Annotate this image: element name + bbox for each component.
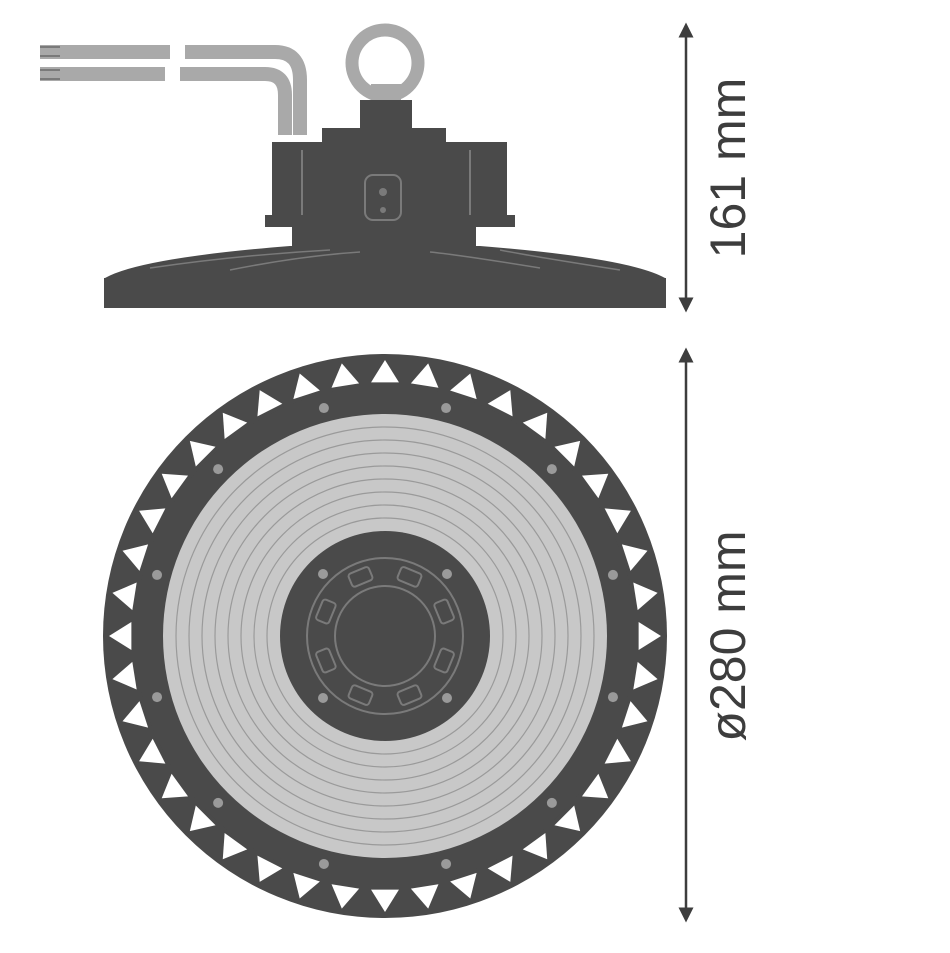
fin-gap — [487, 855, 513, 882]
fin-gap — [122, 701, 149, 728]
lens-rings — [175, 426, 595, 846]
fin-gap — [222, 412, 248, 440]
fin-gap — [522, 412, 548, 440]
heat-sink — [104, 246, 666, 308]
fin-gap — [331, 363, 360, 388]
diameter-dimension-label: ø280 mm — [700, 530, 756, 741]
hub-ring-inner — [334, 585, 436, 687]
fin-gap — [581, 773, 609, 799]
top-view: ø280 mm — [103, 347, 756, 923]
screw — [318, 403, 329, 414]
side-view: 161 mm — [40, 22, 756, 313]
lens-ring — [253, 504, 517, 768]
driver-housing — [265, 128, 515, 256]
power-cables — [40, 45, 307, 135]
screw — [442, 569, 452, 579]
hub-slot — [396, 684, 423, 706]
fin-gap — [621, 701, 648, 728]
fin-gap — [621, 544, 648, 571]
lens-ring — [214, 465, 556, 807]
screw — [442, 693, 452, 703]
fin-gap — [112, 582, 137, 611]
hub-slot — [433, 598, 455, 625]
hub-slot — [347, 566, 374, 588]
fin-gap — [257, 390, 283, 417]
fin-gap — [522, 832, 548, 860]
fin-gap — [450, 872, 477, 899]
screw — [607, 569, 618, 580]
lens-ring — [188, 439, 582, 833]
fin-gap — [293, 373, 320, 400]
hub-slots — [315, 566, 455, 706]
screw — [546, 797, 557, 808]
fin-gap — [189, 440, 216, 467]
eye-bolt — [345, 23, 425, 132]
lens-ring — [240, 491, 530, 781]
fin-gap — [109, 622, 132, 650]
fin-gap — [112, 661, 137, 690]
screw — [318, 569, 328, 579]
fin-gap — [139, 738, 166, 764]
hub-slot — [433, 647, 455, 674]
fin-gap — [633, 661, 658, 690]
fin-gap — [222, 832, 248, 860]
lens-ring — [266, 517, 504, 755]
screw — [441, 858, 452, 869]
screw — [213, 464, 224, 475]
fin-gap — [139, 508, 166, 534]
fin-gap — [293, 872, 320, 899]
height-dimension-label: 161 mm — [700, 78, 756, 259]
hub-slot — [347, 684, 374, 706]
hub-slot — [315, 598, 337, 625]
fin-gap — [161, 773, 189, 799]
fin-gap — [410, 884, 439, 909]
screw — [213, 797, 224, 808]
cooling-fins — [109, 360, 661, 912]
screws — [152, 403, 618, 869]
center-hub — [280, 531, 490, 741]
fin-gap — [604, 738, 631, 764]
fin-gap — [122, 544, 149, 571]
screw — [441, 403, 452, 414]
fin-gap — [410, 363, 439, 388]
fin-gap — [371, 889, 399, 912]
fin-gap — [450, 373, 477, 400]
screw — [318, 693, 328, 703]
fin-gap — [633, 582, 658, 611]
fin-gap — [371, 360, 399, 383]
fin-gap — [638, 622, 661, 650]
screw — [152, 692, 163, 703]
lens-ring — [201, 452, 569, 820]
hub-slot — [315, 647, 337, 674]
screw — [318, 858, 329, 869]
fin-gap — [554, 440, 581, 467]
fin-gap — [554, 805, 581, 832]
lens-ring — [175, 426, 595, 846]
screw — [607, 692, 618, 703]
screw — [546, 464, 557, 475]
hub-slot — [396, 566, 423, 588]
fin-gap — [331, 884, 360, 909]
fin-gap — [257, 855, 283, 882]
fin-gap — [161, 473, 189, 499]
lens-ring — [227, 478, 543, 794]
screw — [152, 569, 163, 580]
fin-gap — [581, 473, 609, 499]
fin-gap — [487, 390, 513, 417]
fin-gap — [604, 508, 631, 534]
fin-gap — [189, 805, 216, 832]
hub-ring-outer — [306, 557, 464, 715]
